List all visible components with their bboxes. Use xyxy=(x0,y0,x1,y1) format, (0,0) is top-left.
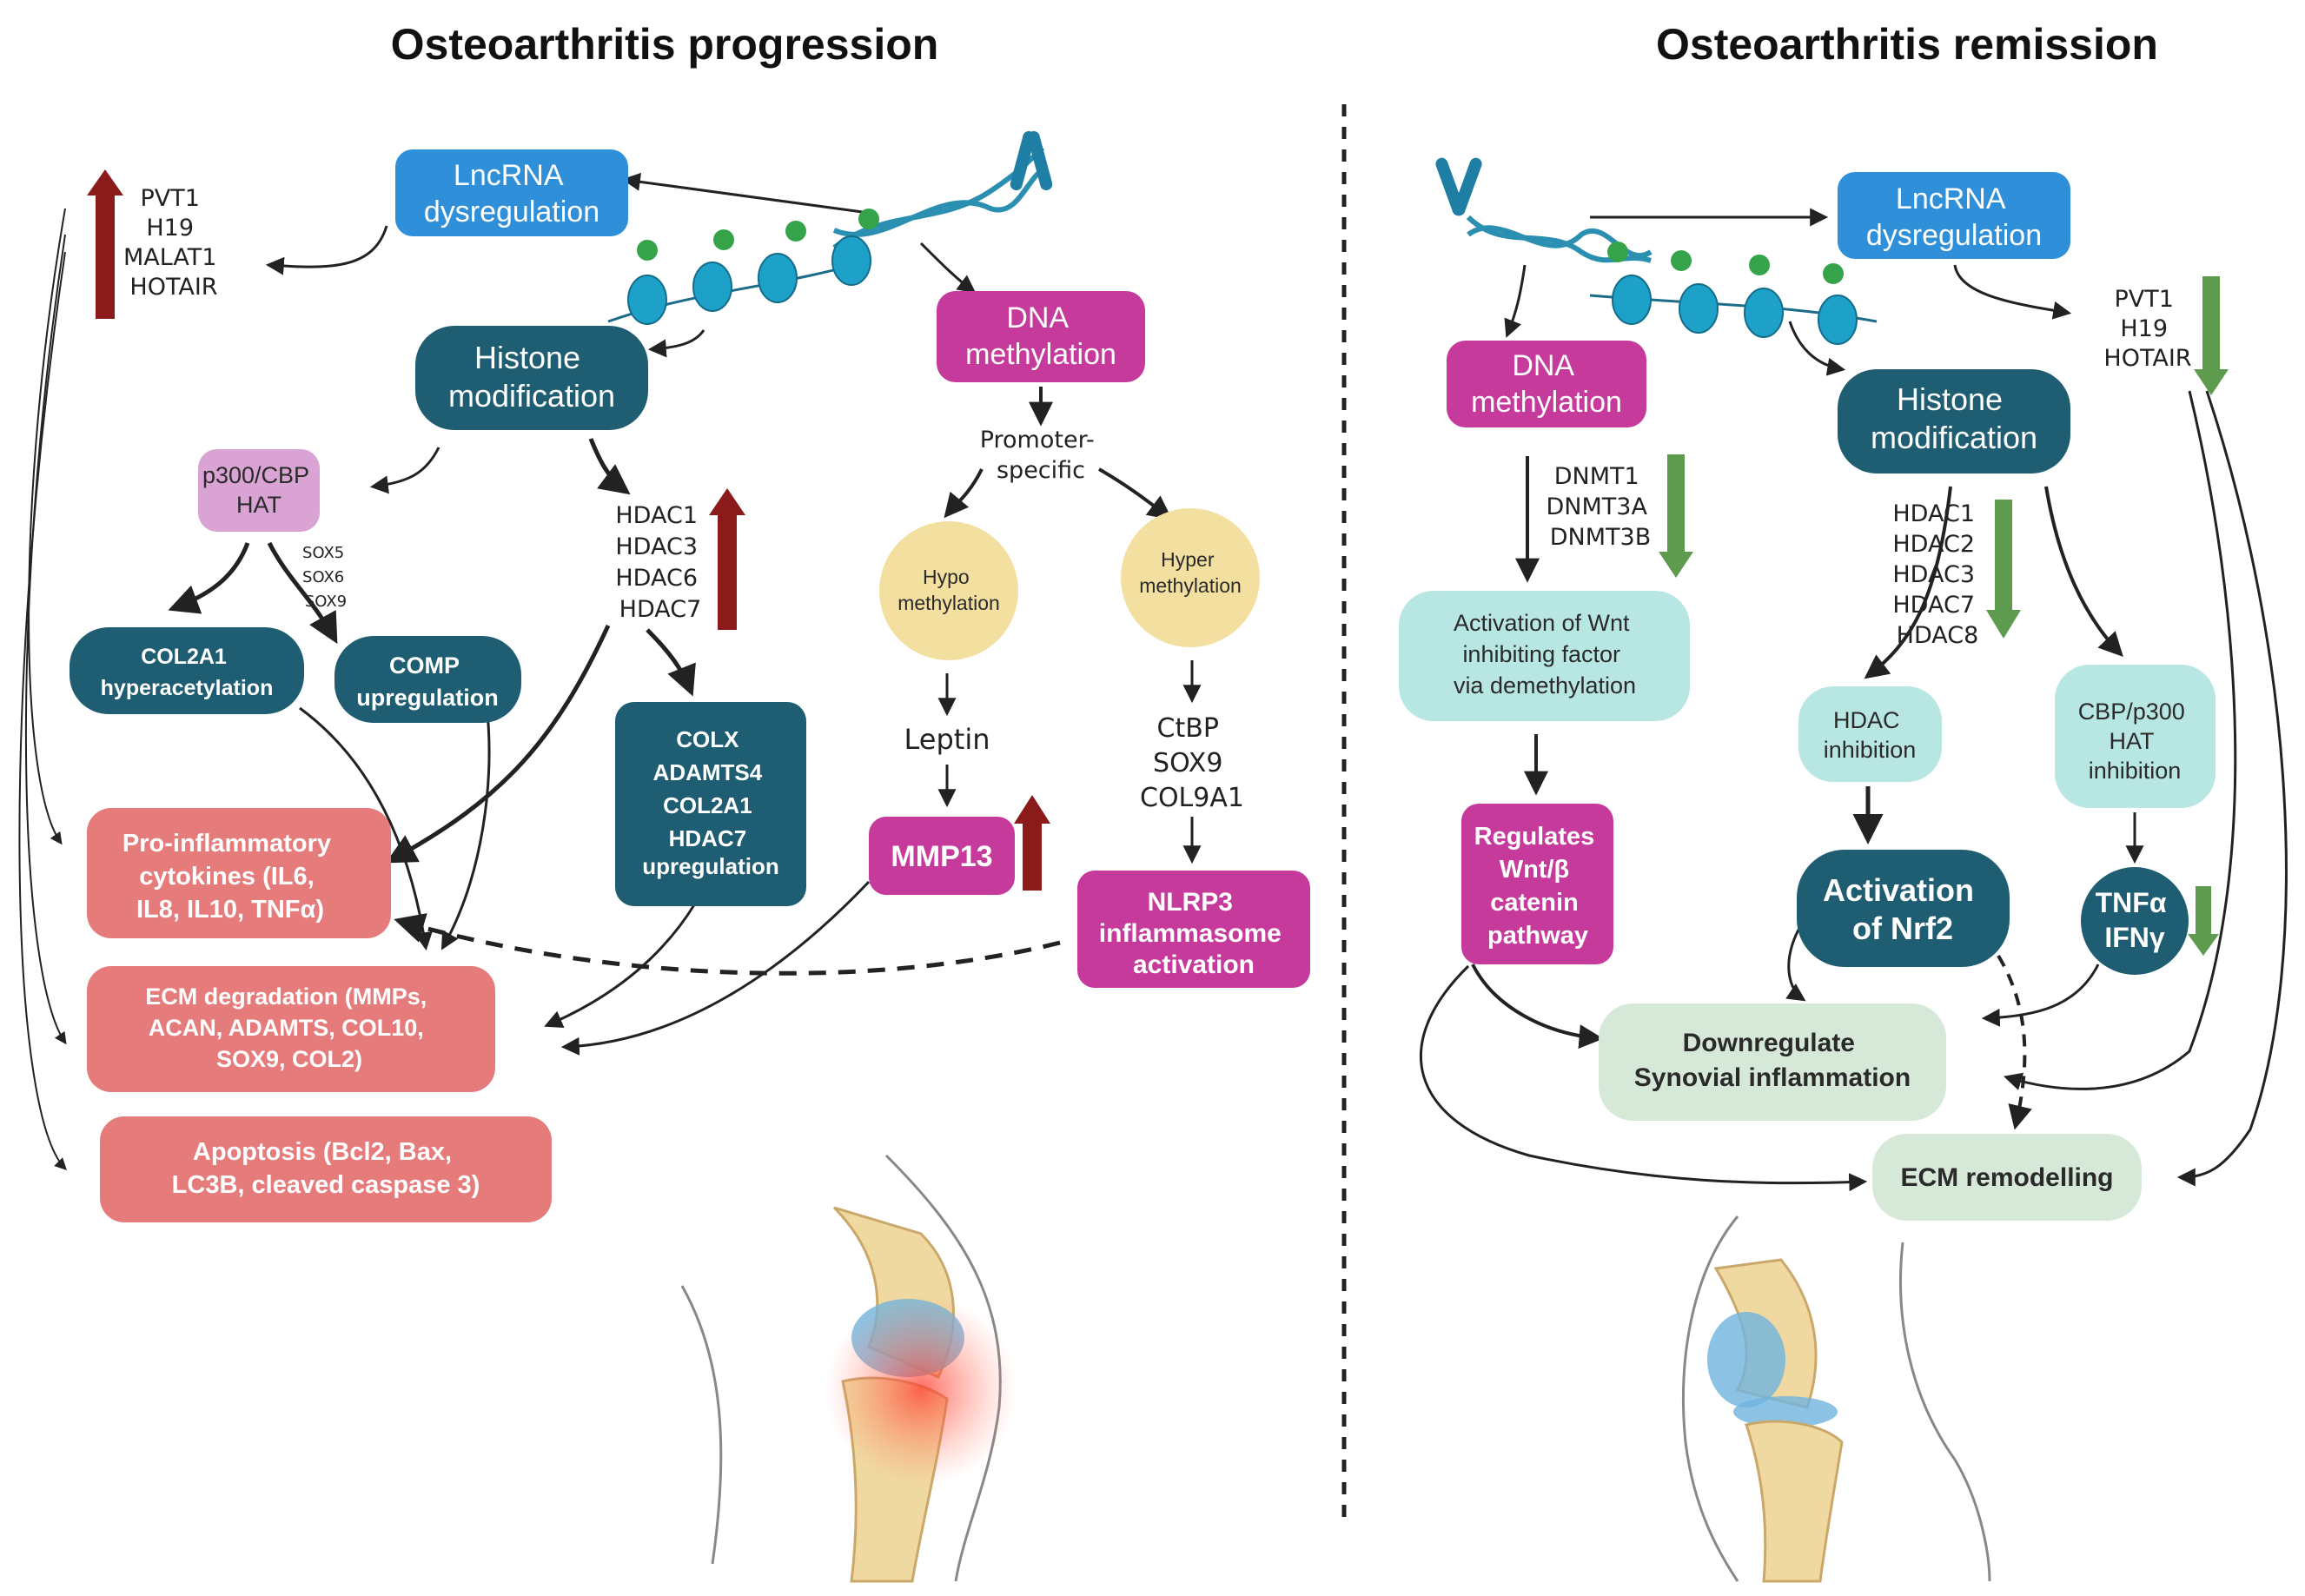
svg-text:Histone modification: Histone modification xyxy=(1871,381,2037,455)
right-down-arrows xyxy=(1659,276,2229,956)
svg-text:ECM degradation (MMPs, A: ECM degradation (MMPs, ACAN, ADAMTS, COL… xyxy=(145,983,434,1072)
svg-text:LncRNA dysregulation: LncRNA dysregulation xyxy=(1866,182,2042,252)
right-downregulate-node: Downregulate Synovial inflammation xyxy=(1599,1003,1946,1121)
tnf-down-arrow xyxy=(2188,886,2219,956)
svg-text:COLX ADAMTS4 COL2A: COLX ADAMTS4 COL2A1 HDAC7 upregulation xyxy=(642,726,778,879)
right-histone-node: Histone modification xyxy=(1838,369,2070,474)
left-sox-list: SOX5 SOX6 SOX9 xyxy=(302,544,349,611)
svg-text:Hyper methylation: Hyper methylation xyxy=(1139,548,1242,597)
left-hypo-methylation-node: Hypo methylation xyxy=(879,521,1018,660)
left-knee-illustration xyxy=(680,1154,1017,1583)
left-proinflammatory-node: Pro-inflammatory cytokines (IL6, IL8, IL… xyxy=(87,808,391,938)
svg-text:DNA methylation: DNA methylation xyxy=(965,301,1116,371)
left-promoter-specific-label: Promoter- specific xyxy=(980,427,1103,484)
svg-text:TNFα IFNγ: TNFα IFNγ xyxy=(2096,887,2175,953)
right-lncrna-node: LncRNA dysregulation xyxy=(1838,172,2070,259)
right-nrf2-node: Activation of Nrf2 xyxy=(1797,850,2010,967)
left-nlrp3-node: NLRP3 inflammasome activation xyxy=(1077,871,1310,988)
right-cbp-inhibition-node: CBP/p300 HAT inhibition xyxy=(2055,665,2216,808)
left-mmp13-node: MMP13 xyxy=(869,817,1015,895)
left-dna-methylation-node: DNA methylation xyxy=(937,291,1145,382)
right-ecm-remodelling-node: ECM remodelling xyxy=(1872,1134,2142,1221)
left-hyper-methylation-node: Hyper methylation xyxy=(1121,508,1260,647)
svg-text:Activation of Wnt inhibi: Activation of Wnt inhibiting factor via … xyxy=(1454,610,1636,699)
svg-text:DNA methylation: DNA methylation xyxy=(1471,349,1622,419)
svg-text:Regulates Wnt/β ca: Regulates Wnt/β catenin pathway xyxy=(1474,823,1602,950)
svg-text:HDAC inhibition: HDAC inhibition xyxy=(1824,707,1917,763)
lncrna-down-arrow xyxy=(2194,276,2229,395)
left-p300-hat-node: p300/CBP HAT xyxy=(198,449,320,532)
right-dna-methylation-node: DNA methylation xyxy=(1447,341,1646,427)
dna-chromatin-illustration-left xyxy=(607,130,1053,325)
right-tnf-ifn-node: TNFα IFNγ xyxy=(2081,867,2189,975)
svg-text:COL2A1 hyperacetylation: COL2A1 hyperacetylation xyxy=(101,645,274,700)
svg-text:LncRNA dysregulation: LncRNA dysregulation xyxy=(424,159,599,228)
right-dnmt-list: DNMT1 DNMT3A DNMT3B xyxy=(1546,463,1654,551)
chromosome-icon-right xyxy=(1435,157,1482,216)
svg-text:Histone modification: Histone modification xyxy=(448,340,615,414)
left-connectors xyxy=(18,172,1202,1170)
left-up-arrows xyxy=(87,169,1050,891)
svg-text:p300/CBP HAT: p300/CBP HAT xyxy=(202,462,315,518)
svg-text:Pro-inflammatory cytokin: Pro-inflammatory cytokines (IL6, IL8, IL… xyxy=(123,830,338,924)
right-lncrna-down-list: PVT1 H19 HOTAIR xyxy=(2103,286,2191,372)
dnmt-down-arrow xyxy=(1659,454,1693,578)
left-colx-node: COLX ADAMTS4 COL2A1 HDAC7 upregulation xyxy=(615,702,806,906)
left-lncrna-up-list: PVT1 H19 MALAT1 HOTAIR xyxy=(123,185,224,301)
svg-text:MMP13: MMP13 xyxy=(891,840,992,873)
left-ecm-degradation-node: ECM degradation (MMPs, ACAN, ADAMTS, COL… xyxy=(87,966,495,1092)
svg-text:ECM remodelling: ECM remodelling xyxy=(1900,1163,2113,1192)
hdac-down-arrow xyxy=(1986,500,2021,639)
svg-text:Hypo methylation: Hypo methylation xyxy=(897,566,1000,614)
hdac-up-arrow xyxy=(709,488,745,630)
left-lncrna-node: LncRNA dysregulation xyxy=(395,149,628,236)
chromosome-icon xyxy=(1010,130,1053,191)
right-connectors xyxy=(1419,208,2288,1192)
svg-text:Downregulate Synovial in: Downregulate Synovial inflammation xyxy=(1634,1029,1911,1092)
title-right: Osteoarthritis remission xyxy=(1656,20,2158,69)
left-col2a1-node: COL2A1 hyperacetylation xyxy=(70,627,304,714)
svg-text:Activation of Nrf2: Activation of Nrf2 xyxy=(1823,872,1983,946)
left-hdac-up-list: HDAC1 HDAC3 HDAC6 HDAC7 xyxy=(615,502,705,623)
mmp13-up-arrow xyxy=(1014,795,1050,891)
right-regulates-wnt-node: Regulates Wnt/β catenin pathway xyxy=(1461,804,1613,964)
svg-text:NLRP3 inflammasome: NLRP3 inflammasome activation xyxy=(1099,888,1288,979)
right-hdac-down-list: HDAC1 HDAC2 HDAC3 HDAC7 HDAC8 xyxy=(1892,500,1982,649)
left-ctbp-list: CtBP SOX9 COL9A1 xyxy=(1140,713,1244,813)
lncrna-up-arrow xyxy=(87,169,123,319)
left-apoptosis-node: Apoptosis (Bcl2, Bax, LC3B, cleaved casp… xyxy=(100,1116,552,1222)
left-comp-node: COMP upregulation xyxy=(334,636,521,723)
dna-chromatin-illustration-right xyxy=(1435,157,1878,345)
right-wnt-factor-node: Activation of Wnt inhibiting factor via … xyxy=(1399,591,1690,721)
right-knee-illustration xyxy=(1682,1215,1991,1583)
left-leptin-label: Leptin xyxy=(904,723,990,756)
svg-text:COMP upregulation: COMP upregulation xyxy=(356,652,499,711)
right-hdac-inhibition-node: HDAC inhibition xyxy=(1798,686,1942,782)
svg-text:CBP/p300 HAT inhib: CBP/p300 HAT inhibition xyxy=(2078,699,2192,784)
svg-text:Apoptosis (Bcl2, Bax, LC: Apoptosis (Bcl2, Bax, LC3B, cleaved casp… xyxy=(172,1138,480,1199)
title-left: Osteoarthritis progression xyxy=(391,20,939,69)
left-histone-node: Histone modification xyxy=(415,326,648,430)
